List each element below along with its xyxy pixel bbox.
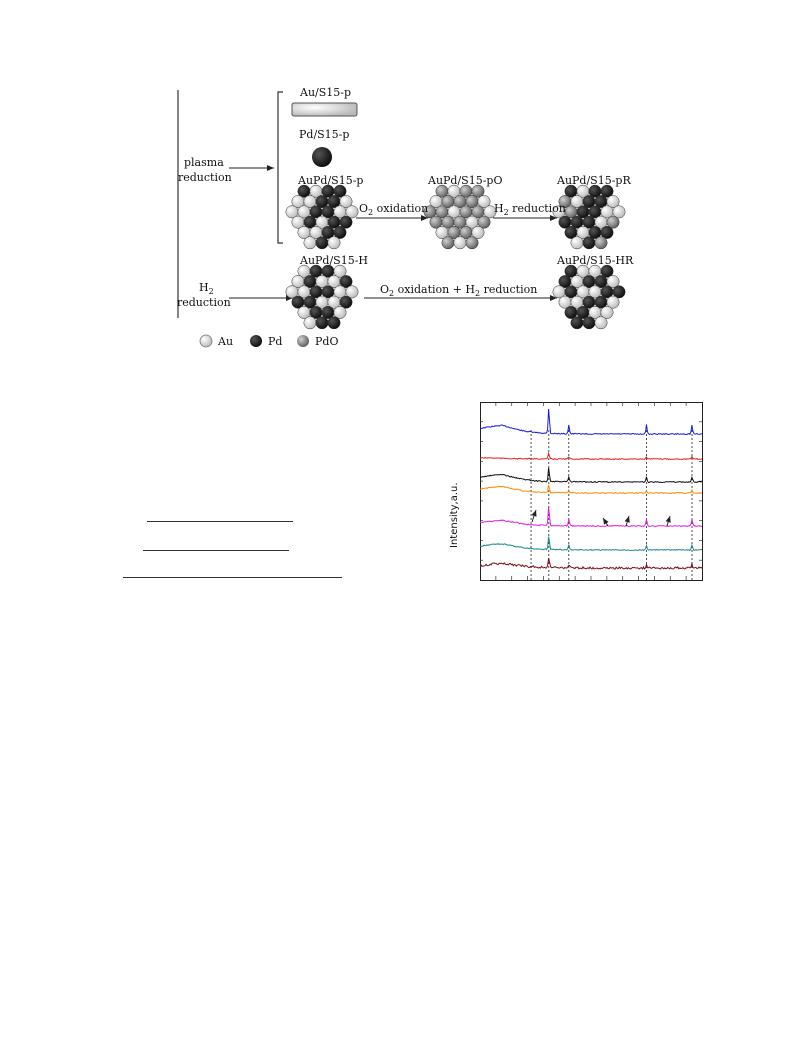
atom-sphere: [471, 184, 485, 198]
atom-sphere: [582, 316, 596, 330]
label-o2-oxidation: O2 oxidation: [359, 202, 429, 218]
table-rule-2: [143, 550, 289, 551]
label-plasma-reduction: reduction: [178, 171, 232, 184]
atom-sphere: [483, 205, 497, 219]
atom-sphere: [333, 306, 347, 319]
label-combo-step: O2 oxidation + H2 reduction: [380, 283, 538, 299]
label-aupd-s15-p: AuPd/S15-p: [298, 174, 364, 187]
atom-sphere: [477, 215, 491, 229]
legend-au-label: Au: [218, 334, 234, 348]
series-line: [480, 536, 703, 552]
label-aupd-s15-pr: AuPd/S15-pR: [557, 174, 631, 187]
label-h2-reduction-step: H2 reduction: [494, 202, 566, 218]
atom-sphere: [612, 285, 626, 299]
annotation-arrow: [624, 515, 630, 527]
atom-sphere: [477, 195, 491, 209]
atom-sphere: [606, 195, 620, 209]
legend-pdo-label: PdO: [315, 334, 339, 348]
atom-sphere: [303, 316, 317, 330]
chart-ticks: [480, 402, 702, 580]
atom-sphere: [582, 236, 596, 250]
atom-sphere: [600, 184, 614, 198]
atom-sphere: [465, 236, 479, 250]
reference-lines: [530, 430, 693, 580]
atom-sphere: [600, 264, 614, 278]
legend-au: Au: [199, 334, 233, 348]
atom-sphere: [339, 215, 353, 229]
atom-sphere: [345, 285, 359, 299]
atom-sphere: [303, 236, 317, 250]
series-line: [480, 408, 703, 436]
legend-pd-label: Pd: [268, 334, 283, 348]
label-aupd-s15-h: AuPd/S15-H: [300, 254, 369, 267]
scheme-connectors: [177, 90, 626, 330]
xrd-chart: [480, 402, 703, 581]
series-lines: [480, 408, 703, 570]
series-line: [480, 558, 703, 570]
atom-sphere: [339, 275, 353, 288]
series-line: [480, 506, 703, 528]
atom-sphere: [315, 236, 329, 250]
atom-sphere: [453, 236, 467, 250]
pdo-sphere-icon: [297, 335, 309, 347]
table-rule-3: [123, 577, 342, 578]
atom-sphere: [315, 316, 329, 330]
atom-sphere: [600, 226, 614, 239]
atom-sphere: [333, 184, 347, 198]
atom-sphere: [606, 275, 620, 288]
legend-pdo: PdO: [296, 334, 338, 348]
label-plasma: plasma: [184, 156, 224, 169]
cluster-aupd-s15-p: [285, 184, 359, 250]
atom-sphere: [339, 195, 353, 209]
cluster-aupd-s15-hr: [552, 264, 626, 330]
label-aupd-s15-hr: AuPd/S15-HR: [557, 254, 634, 267]
atom-sphere: [333, 264, 347, 278]
label-pd-s15-p: Pd/S15-p: [299, 128, 350, 141]
legend-pd: Pd: [249, 334, 282, 348]
atom-sphere: [333, 226, 347, 239]
label-au-s15-p: Au/S15-p: [300, 86, 352, 99]
atom-sphere: [606, 215, 620, 229]
atom-sphere: [471, 226, 485, 239]
label-h2: H2: [199, 281, 214, 297]
annotation-arrow: [665, 515, 671, 527]
series-line: [480, 467, 703, 484]
atom-sphere: [594, 236, 608, 250]
atom-sphere: [570, 236, 584, 250]
atom-sphere: [594, 316, 608, 330]
atom-sphere: [339, 295, 353, 309]
label-aupd-s15-po: AuPd/S15-pO: [428, 174, 503, 187]
label-h2-reduction: reduction: [177, 296, 231, 309]
annotation-arrow: [531, 509, 537, 523]
cluster-aupd-s15-pr: [552, 184, 626, 250]
atom-sphere: [345, 205, 359, 219]
atom-sphere: [441, 236, 455, 250]
atom-sphere: [570, 316, 584, 330]
atom-sphere: [327, 236, 341, 250]
cluster-aupd-s15-po: [423, 184, 497, 250]
au-sphere-icon: [199, 334, 213, 348]
chart-frame: [480, 402, 703, 581]
pd-sphere-icon: [250, 335, 262, 347]
annotation-arrow: [602, 517, 609, 527]
annotation-arrows: [531, 509, 671, 527]
cluster-aupd-s15-h: [285, 264, 359, 330]
table-rule-1: [147, 521, 293, 522]
atom-sphere: [600, 306, 614, 319]
series-line: [480, 484, 703, 495]
series-line: [480, 451, 703, 461]
chart-ylabel: Intensity,a.u.: [449, 482, 460, 548]
atom-sphere: [606, 295, 620, 309]
atom-sphere: [327, 316, 341, 330]
atom-sphere: [612, 205, 626, 219]
